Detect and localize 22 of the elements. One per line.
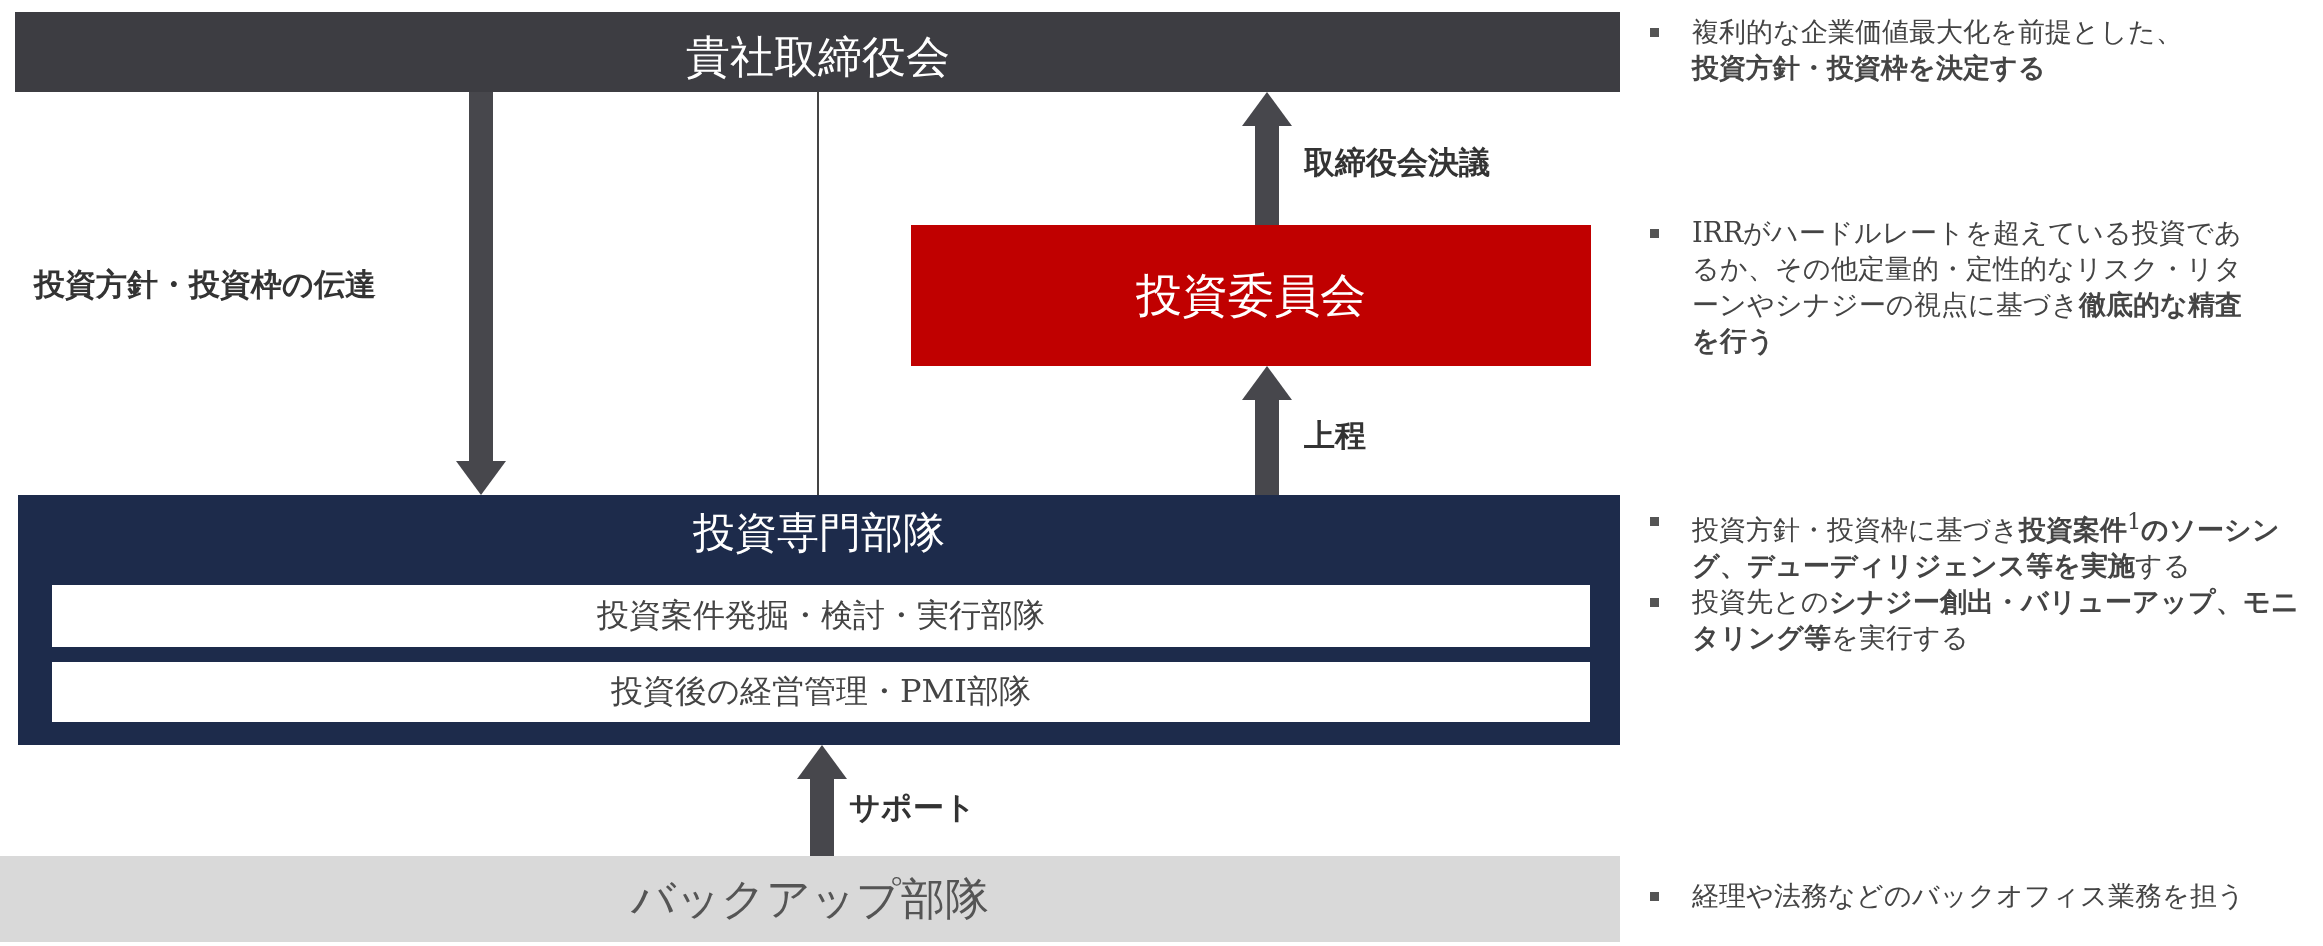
board-bar — [15, 12, 1620, 92]
bullet-note: 複利的な企業価値最大化を前提とした、投資方針・投資枠を決定する — [1640, 14, 2200, 86]
bullet-note: 投資先とのシナジー創出・バリューアップ、モニタリング等を実行する — [1640, 584, 2310, 656]
box-label: 貴社取締役会 — [685, 29, 950, 84]
sub-team-box — [52, 585, 1590, 647]
block-arrow — [1242, 366, 1292, 495]
bullet-note: 投資方針・投資枠に基づき投資案件$^{1}$のソーシング、デューディリジェンス等を実施する — [1640, 503, 2310, 584]
connector-line — [817, 91, 819, 496]
bullet-note: IRRがハードルレートを超えている投資であるか、その他定量的・定性的なリスク・リターンやシナジーの視点に基づき徹底的な精査を行う — [1640, 215, 2265, 359]
box-label: バックアップ部隊 — [631, 871, 989, 926]
box-label: 投資専門部隊 — [693, 507, 945, 559]
block-arrow — [1242, 92, 1292, 225]
block-arrow — [456, 92, 506, 495]
block-arrow — [797, 745, 847, 856]
backup-bar — [0, 856, 1620, 942]
box-label: 投資案件発掘・検討・実行部隊 — [597, 595, 1045, 636]
box-label: 投資委員会 — [1136, 266, 1366, 324]
team-panel — [18, 495, 1620, 745]
sub-team-box — [52, 662, 1590, 722]
box-label: 投資後の経営管理・PMI部隊 — [611, 671, 1031, 712]
bullet-note: 経理や法務などのバックオフィス業務を担う — [1640, 878, 2310, 914]
committee-box — [911, 225, 1591, 366]
